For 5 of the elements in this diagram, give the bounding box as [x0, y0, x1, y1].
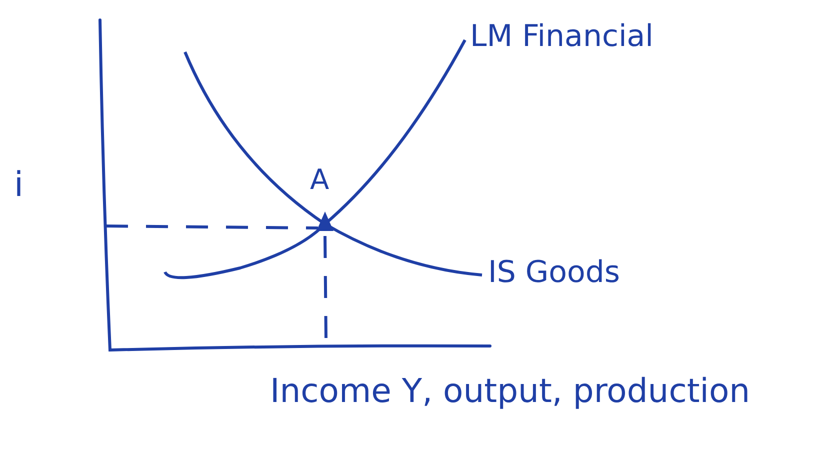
axis-label: i: [14, 168, 24, 202]
axis-label: Income Y, output, production: [270, 374, 750, 407]
curve-label: LM Financial: [470, 22, 654, 52]
point-label: A: [310, 166, 330, 194]
curve-label: IS Goods: [488, 258, 620, 288]
